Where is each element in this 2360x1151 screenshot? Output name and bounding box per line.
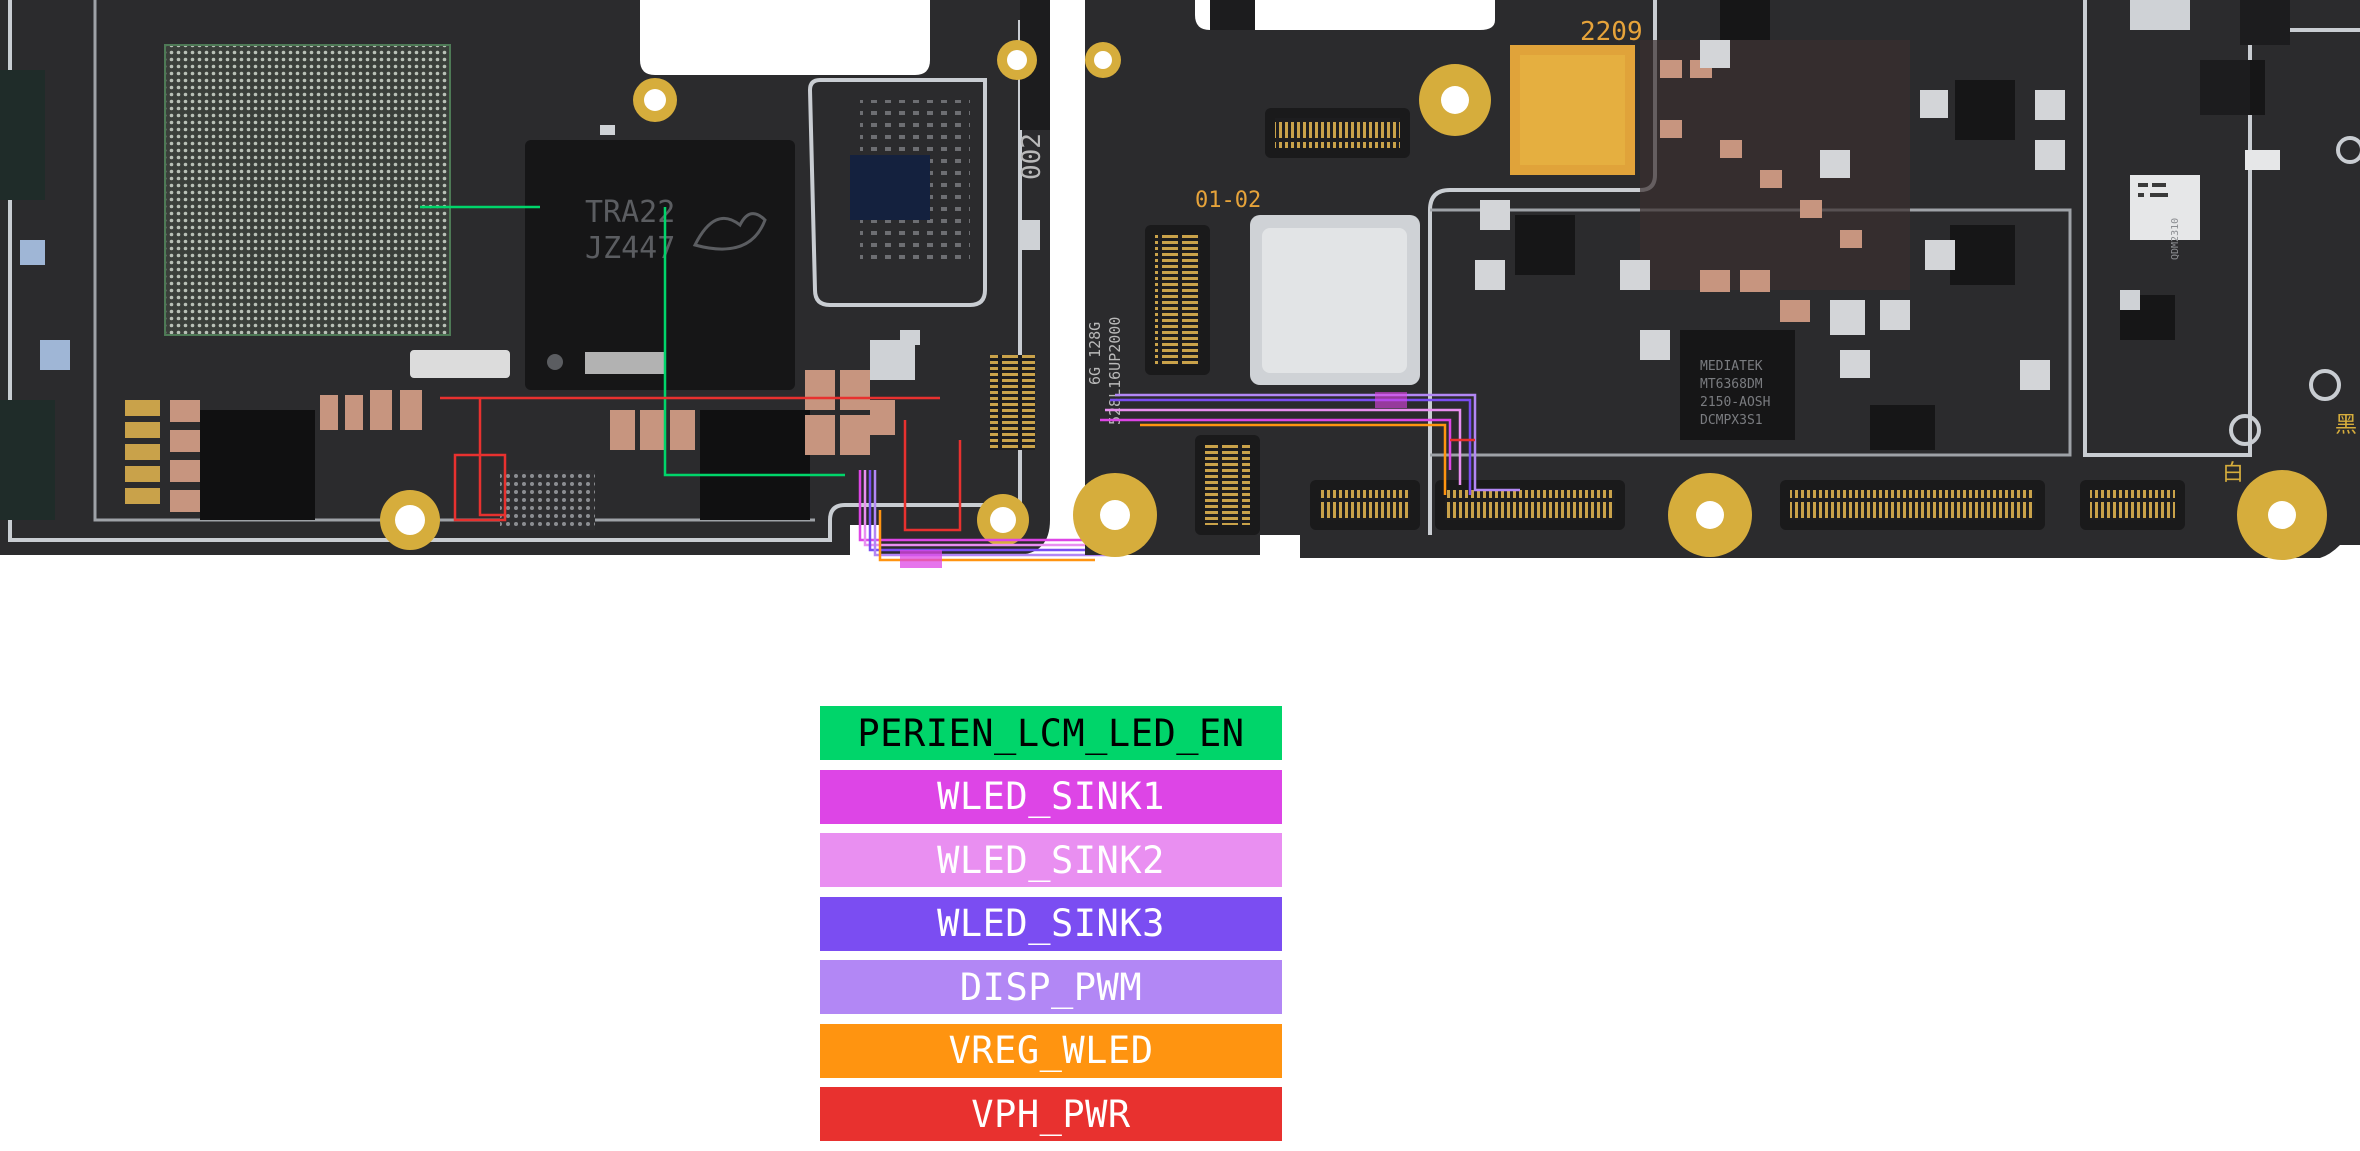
legend-item: PERIEN_LCM_LED_EN — [820, 706, 1282, 760]
legend-item-label: WLED_SINK2 — [937, 838, 1165, 882]
pmic-marking-4: DCMPX3S1 — [1700, 413, 1763, 428]
legend-item: DISP_PWM — [820, 960, 1282, 1014]
legend-item-label: PERIEN_LCM_LED_EN — [857, 711, 1245, 755]
vertical-code-1: 6G 128G — [1086, 322, 1104, 385]
legend-item-label: VPH_PWR — [971, 1092, 1131, 1136]
legend-item: VREG_WLED — [820, 1023, 1282, 1078]
chip-marking-line1: TRA22 — [585, 195, 675, 230]
legend-item-label: WLED_SINK1 — [937, 775, 1165, 818]
right-board-half: 2209 MEDIATEK MT6368DM 2150-AOSH DCMPX3S… — [1073, 0, 2360, 560]
pmic-marking-1: MEDIATEK — [1700, 359, 1763, 374]
qr-label-1: QDM2310 — [2170, 218, 2181, 260]
legend-item: WLED_SINK1 — [820, 769, 1282, 824]
legend-item-label: WLED_SINK3 — [937, 902, 1165, 945]
legend-item: VPH_PWR — [820, 1087, 1282, 1141]
board-code: 01-02 — [1195, 188, 1261, 213]
pmic-marking-3: 2150-AOSH — [1700, 395, 1770, 410]
board-revision-left: 002 — [1017, 133, 1047, 180]
date-code: 2209 — [1580, 17, 1643, 47]
legend-item: WLED_SINK3 — [820, 896, 1282, 951]
chip-marking-line2: JZ447 — [585, 231, 675, 266]
pcb-board-photo: TRA22 JZ447 — [0, 0, 2360, 568]
left-board-half: TRA22 JZ447 — [0, 0, 1117, 568]
cjk-mark-white: 白 — [2222, 461, 2244, 486]
legend-item-label: VREG_WLED — [948, 1029, 1154, 1072]
cjk-mark-black: 黑 — [2335, 413, 2357, 438]
pmic-marking-2: MT6368DM — [1700, 377, 1763, 392]
vertical-code-2: 528L16UP2000 — [1106, 317, 1124, 425]
legend-item: WLED_SINK2 — [820, 833, 1282, 887]
legend-item-label: DISP_PWM — [959, 965, 1143, 1009]
